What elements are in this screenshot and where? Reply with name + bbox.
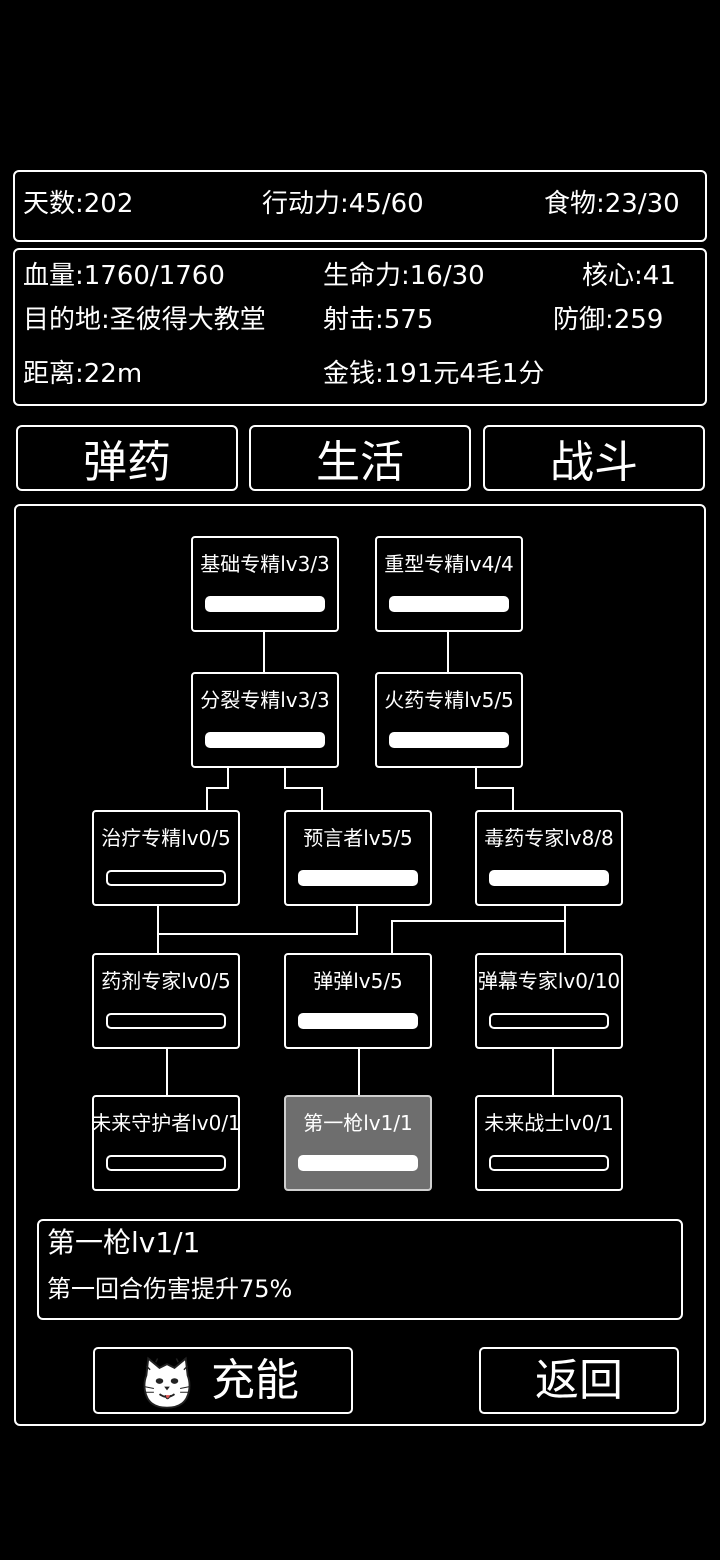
skill-progress-bar bbox=[106, 1155, 226, 1171]
skill-label: 分裂专精lv3/3 bbox=[200, 688, 330, 712]
skill-label: 毒药专家lv8/8 bbox=[484, 826, 614, 850]
charge-button[interactable]: 充能 bbox=[93, 1347, 353, 1414]
skill-detail-title: 第一枪lv1/1 bbox=[47, 1226, 201, 1259]
connector-line bbox=[564, 906, 566, 953]
connector-line bbox=[552, 1049, 554, 1095]
skill-label: 未来守护者lv0/1 bbox=[91, 1111, 241, 1135]
connector-line bbox=[358, 1049, 360, 1095]
connector-line bbox=[356, 906, 358, 935]
skill-node-prophet[interactable]: 预言者lv5/5 bbox=[284, 810, 432, 906]
connector-line bbox=[391, 920, 393, 953]
core-stat: 核心:41 bbox=[582, 261, 676, 291]
skill-progress-bar bbox=[205, 732, 325, 748]
skill-label: 弹弹lv5/5 bbox=[313, 969, 403, 993]
connector-line bbox=[263, 632, 265, 673]
defense-stat: 防御:259 bbox=[553, 305, 664, 335]
distance-stat: 距离:22m bbox=[23, 359, 143, 389]
connector-line bbox=[227, 768, 229, 788]
food-stat: 食物:23/30 bbox=[544, 189, 680, 219]
skill-node-basic-mastery[interactable]: 基础专精lv3/3 bbox=[191, 536, 339, 632]
connector-line bbox=[206, 787, 229, 789]
skill-label: 第一枪lv1/1 bbox=[303, 1111, 413, 1135]
skill-node-split-mastery[interactable]: 分裂专精lv3/3 bbox=[191, 672, 339, 768]
skill-node-future-guardian[interactable]: 未来守护者lv0/1 bbox=[91, 1095, 241, 1191]
skill-tree-panel bbox=[14, 504, 706, 1426]
connector-line bbox=[284, 768, 286, 788]
connector-line bbox=[206, 787, 208, 810]
connector-line bbox=[475, 768, 477, 788]
skill-label: 未来战士lv0/1 bbox=[484, 1111, 614, 1135]
skill-label: 基础专精lv3/3 bbox=[200, 552, 330, 576]
skill-label: 药剂专家lv0/5 bbox=[101, 969, 231, 993]
tab-ammo[interactable]: 弹药 bbox=[16, 425, 238, 491]
destination-stat: 目的地:圣彼得大教堂 bbox=[23, 305, 266, 335]
skill-node-gunpowder-mastery[interactable]: 火药专精lv5/5 bbox=[375, 672, 523, 768]
connector-line bbox=[391, 920, 566, 922]
skill-progress-bar bbox=[389, 732, 509, 748]
connector-line bbox=[512, 787, 514, 810]
skill-progress-bar bbox=[106, 870, 226, 886]
skill-label: 重型专精lv4/4 bbox=[384, 552, 514, 576]
skill-label: 预言者lv5/5 bbox=[303, 826, 413, 850]
days-stat: 天数:202 bbox=[23, 189, 134, 219]
money-stat: 金钱:191元4毛1分 bbox=[323, 359, 545, 389]
skill-node-barrage-expert[interactable]: 弹幕专家lv0/10 bbox=[475, 953, 623, 1049]
skill-node-healing-mastery[interactable]: 治疗专精lv0/5 bbox=[92, 810, 240, 906]
action-points-stat: 行动力:45/60 bbox=[262, 189, 424, 219]
cat-face-icon bbox=[143, 1356, 191, 1409]
connector-line bbox=[447, 632, 449, 673]
top-stats-panel bbox=[13, 170, 707, 242]
tab-combat[interactable]: 战斗 bbox=[483, 425, 705, 491]
skill-progress-bar bbox=[205, 596, 325, 612]
tab-life[interactable]: 生活 bbox=[249, 425, 471, 491]
skill-progress-bar bbox=[298, 1013, 418, 1029]
skill-progress-bar bbox=[489, 1013, 609, 1029]
skill-detail-description: 第一回合伤害提升75% bbox=[47, 1275, 293, 1303]
charge-button-label: 充能 bbox=[211, 1355, 299, 1406]
skill-node-potion-expert[interactable]: 药剂专家lv0/5 bbox=[92, 953, 240, 1049]
connector-line bbox=[157, 906, 159, 953]
main-stats-panel bbox=[13, 248, 707, 406]
back-button[interactable]: 返回 bbox=[479, 1347, 679, 1414]
connector-line bbox=[157, 933, 358, 935]
connector-line bbox=[321, 787, 323, 810]
skill-node-bounce[interactable]: 弹弹lv5/5 bbox=[284, 953, 432, 1049]
skill-node-heavy-mastery[interactable]: 重型专精lv4/4 bbox=[375, 536, 523, 632]
skill-progress-bar bbox=[298, 870, 418, 886]
skill-progress-bar bbox=[389, 596, 509, 612]
skill-progress-bar bbox=[106, 1013, 226, 1029]
vitality-stat: 生命力:16/30 bbox=[323, 261, 485, 291]
skill-node-future-warrior[interactable]: 未来战士lv0/1 bbox=[475, 1095, 623, 1191]
connector-line bbox=[284, 787, 323, 789]
skill-progress-bar bbox=[298, 1155, 418, 1171]
skill-label: 弹幕专家lv0/10 bbox=[477, 969, 621, 993]
connector-line bbox=[166, 1049, 168, 1095]
skill-node-poison-expert[interactable]: 毒药专家lv8/8 bbox=[475, 810, 623, 906]
skill-label: 火药专精lv5/5 bbox=[384, 688, 514, 712]
skill-progress-bar bbox=[489, 1155, 609, 1171]
skill-node-first-shot[interactable]: 第一枪lv1/1 bbox=[284, 1095, 432, 1191]
skill-label: 治疗专精lv0/5 bbox=[101, 826, 231, 850]
skill-detail-panel bbox=[37, 1219, 683, 1320]
back-button-label: 返回 bbox=[535, 1355, 623, 1406]
hp-stat: 血量:1760/1760 bbox=[23, 261, 225, 291]
shooting-stat: 射击:575 bbox=[323, 305, 434, 335]
connector-line bbox=[475, 787, 514, 789]
skill-progress-bar bbox=[489, 870, 609, 886]
